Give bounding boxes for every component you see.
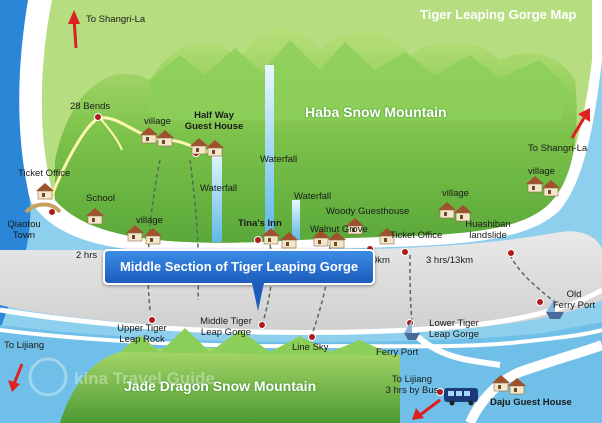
waterfall-label-3: Waterfall xyxy=(294,191,332,202)
watermark-text: kina Travel Guide xyxy=(74,369,215,388)
house-icon xyxy=(139,126,159,144)
walnut-grove-label: Walnut Grove xyxy=(310,224,368,235)
route-distance-partial-label: 9km xyxy=(372,255,390,266)
map-title: Tiger Leaping Gorge Map xyxy=(420,7,577,22)
ticket-office-left-label: Ticket Office xyxy=(18,168,71,179)
village-far-label: village xyxy=(528,166,555,177)
to-lijiang-bottom-label: To Lijiang 3 hrs by Bus xyxy=(385,374,439,396)
jade-dragon-snow-mountain-label: Jade Dragon Snow Mountain xyxy=(124,378,317,394)
halfway-guesthouse-label: Half Way Guest House xyxy=(184,110,244,132)
qiaotou-bridge-icon xyxy=(24,202,62,214)
28-bends-label: 28 Bends xyxy=(70,101,111,112)
route-time-left-label: 2 hrs xyxy=(76,250,98,261)
arrow-shangrila-top-icon xyxy=(68,10,80,49)
daju-guesthouse-label: Daju Guest House xyxy=(490,397,572,408)
waterfall-label-2: Waterfall xyxy=(200,183,238,194)
watermark-logo: kina Travel Guide xyxy=(26,354,236,400)
school-label: School xyxy=(86,193,116,204)
haba-snow-mountain-label: Haba Snow Mountain xyxy=(305,104,447,120)
bus-icon xyxy=(444,388,478,406)
ferry-boat-icon xyxy=(404,320,420,340)
qiaotou-town-label: Qiaotou Town xyxy=(7,219,41,241)
arrow-shangrila-right-icon xyxy=(570,108,590,139)
tinas-inn-label: Tina's Inn xyxy=(238,218,282,229)
waterfall-1-graphic xyxy=(212,150,222,242)
waterfall-2-graphic xyxy=(265,65,274,235)
old-ferry-port-label: Old Ferry Port xyxy=(552,289,596,311)
arrow-lijiang-left-icon xyxy=(8,363,24,392)
line-sky-label: Line Sky xyxy=(292,342,329,353)
middle-section-callout: Middle Section of Tiger Leaping Gorge xyxy=(103,249,375,285)
arrow-lijiang-bottom-icon xyxy=(412,398,441,420)
to-lijiang-left-label: To Lijiang xyxy=(4,340,45,351)
to-shangrila-right-label: To Shangri-La xyxy=(528,143,588,154)
waterfall-3-graphic xyxy=(292,200,300,240)
ferry-port-label: Ferry Port xyxy=(376,347,419,358)
middle-tiger-leap-gorge-label: Middle Tiger Leap Gorge xyxy=(200,316,252,338)
callout-pointer xyxy=(252,283,264,311)
village-top-label: village xyxy=(144,116,171,127)
village-mid-label: village xyxy=(136,215,163,226)
waterfall-label-1: Waterfall xyxy=(260,154,298,165)
huashiban-landslide-label: Huashiban landslide xyxy=(465,219,511,241)
woody-guesthouse-label: Woody Guesthouse xyxy=(326,206,410,217)
lower-tiger-leap-gorge-label: Lower Tiger Leap Gorge xyxy=(428,318,480,340)
ticket-office-right-label: Ticket Office xyxy=(390,230,443,241)
village-right-label: village xyxy=(442,188,469,199)
route-time-right-label: 3 hrs/13km xyxy=(426,255,473,266)
old-ferry-boat-icon xyxy=(546,298,564,319)
upper-tiger-leap-rock-label: Upper Tiger Leap Rock xyxy=(117,323,167,345)
to-shangrila-top-label: To Shangri-La xyxy=(86,14,146,25)
